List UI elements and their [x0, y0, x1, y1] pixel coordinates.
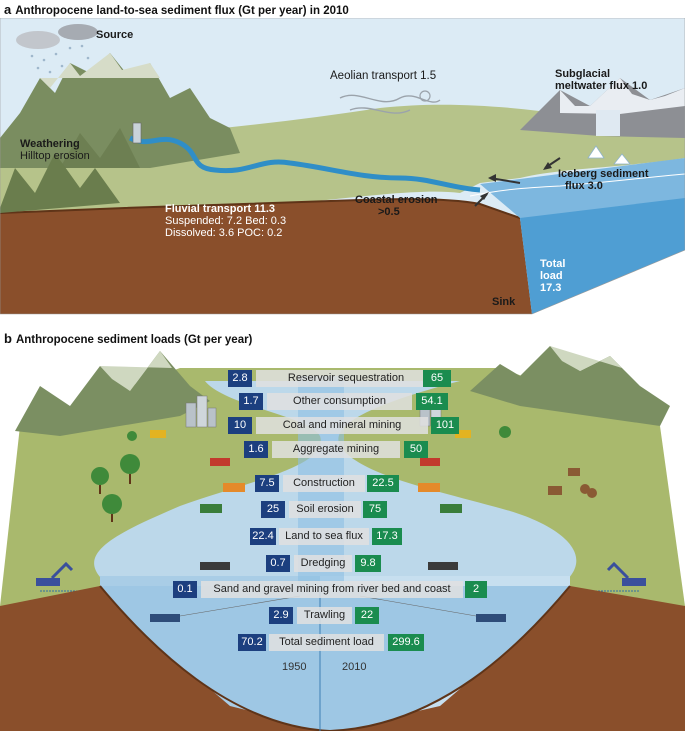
- value-2010: 54.1: [416, 393, 448, 410]
- value-1950: 1.6: [244, 441, 268, 458]
- row-label: Reservoir sequestration: [256, 370, 436, 387]
- row-label: Other consumption: [267, 393, 412, 410]
- panel-b-trees: [91, 426, 511, 514]
- label-subglacial-line1: Subglacial: [555, 68, 611, 80]
- value-1950: 0.7: [266, 555, 290, 572]
- value-1950: 7.5: [255, 475, 279, 492]
- table-row: 7.5 Construction 22.5: [255, 475, 410, 492]
- panel-a-land-surface: [0, 104, 685, 218]
- panel-a-river: [128, 135, 481, 193]
- value-2010: 75: [363, 501, 387, 518]
- panel-b-excavator-right: [606, 561, 646, 586]
- label-weathering: Weathering: [20, 138, 80, 150]
- label-fluvial-line2: Dissolved: 3.6 POC: 0.2: [165, 227, 283, 239]
- value-1950: 10: [228, 417, 252, 434]
- label-source: Source: [96, 29, 134, 41]
- row-label: Land to sea flux: [279, 528, 369, 545]
- table-row: 0.1 Sand and gravel mining from river be…: [173, 581, 503, 598]
- row-label: Total sediment load: [269, 634, 384, 651]
- panel-a-illustration: [0, 18, 685, 315]
- value-1950: 0.1: [173, 581, 197, 598]
- table-row: 0.7 Dredging 9.8: [266, 555, 391, 572]
- table-row: 2.8 Reservoir sequestration 65: [228, 370, 453, 387]
- value-2010: 17.3: [372, 528, 402, 545]
- year-label-2010: 2010: [342, 661, 367, 673]
- panel-b-trucks: [150, 430, 471, 492]
- value-2010: 22.5: [367, 475, 399, 492]
- label-fluvial-line1: Suspended: 7.2 Bed: 0.3: [165, 215, 287, 227]
- panel-a-ice-cliff: [596, 110, 620, 136]
- value-1950: 70.2: [238, 634, 266, 651]
- year-label-1950: 1950: [282, 661, 307, 673]
- value-2010: 2: [465, 581, 487, 598]
- panel-b-stumps: [548, 468, 597, 498]
- value-1950: 22.4: [250, 528, 276, 545]
- panel-b-title-text: Anthropocene sediment loads (Gt per year…: [15, 334, 253, 346]
- value-2010: 101: [431, 417, 459, 434]
- panel-a-iceberg: [587, 145, 605, 159]
- label-hilltop-erosion: Hilltop erosion: [20, 150, 90, 162]
- panel-a-dam: [132, 122, 142, 144]
- cloud-icon: [16, 31, 60, 49]
- row-label: Coal and mineral mining: [256, 417, 428, 434]
- value-2010: 65: [423, 370, 451, 387]
- label-total-load-line2: load: [540, 270, 563, 282]
- panel-b-red-excavators: [210, 458, 440, 466]
- label-sink: Sink: [492, 296, 516, 308]
- panel-a-wind-swirls: [339, 94, 441, 103]
- row-label: Construction: [283, 475, 365, 492]
- table-row: 70.2 Total sediment load 299.6: [238, 634, 438, 651]
- panel-a-source-mountains: [0, 53, 240, 168]
- label-coastal-erosion-value: >0.5: [378, 206, 400, 218]
- panel-b-trawlers: [150, 614, 506, 622]
- panel-b-illustration: [0, 346, 685, 731]
- label-aeolian-transport: Aeolian transport 1.5: [330, 70, 437, 82]
- value-2010: 22: [355, 607, 379, 624]
- label-iceberg-line1: Iceberg sediment: [558, 168, 649, 180]
- row-label: Aggregate mining: [272, 441, 400, 458]
- label-subglacial-line2: meltwater flux 1.0: [555, 80, 648, 92]
- panel-a-letter: a: [4, 2, 12, 17]
- table-row: 2.9 Trawling 22: [269, 607, 389, 624]
- value-2010: 50: [404, 441, 428, 458]
- panel-b-dredgers: [200, 562, 458, 570]
- panel-b-city-left: [185, 395, 217, 428]
- label-fluvial-transport: Fluvial transport 11.3: [165, 203, 276, 215]
- table-row: 10 Coal and mineral mining 101: [228, 417, 464, 434]
- row-label: Sand and gravel mining from river bed an…: [201, 581, 463, 598]
- table-row: 25 Soil erosion 75: [261, 501, 396, 518]
- value-1950: 2.8: [228, 370, 252, 387]
- label-coastal-erosion: Coastal erosion: [355, 194, 438, 206]
- panel-b-excavator-left: [36, 561, 74, 586]
- value-1950: 25: [261, 501, 285, 518]
- value-2010: 299.6: [388, 634, 424, 651]
- row-label: Dredging: [294, 555, 352, 572]
- label-total-load-value: 17.3: [540, 282, 562, 294]
- row-label: Soil erosion: [289, 501, 361, 518]
- panel-b-soil-left: [0, 586, 330, 731]
- label-iceberg-line2: flux 3.0: [565, 180, 603, 192]
- panel-a-soil: [0, 199, 532, 314]
- panel-a-title-text: Anthropocene land-to-sea sediment flux (…: [15, 5, 349, 17]
- panel-b-mountains-left: [15, 351, 210, 436]
- table-row: 22.4 Land to sea flux 17.3: [250, 528, 410, 545]
- value-1950: 1.7: [239, 393, 263, 410]
- panel-b-soil-right: [330, 586, 685, 731]
- value-2010: 9.8: [355, 555, 381, 572]
- panel-b-letter: b: [4, 331, 12, 346]
- table-row: 1.7 Other consumption 54.1: [239, 393, 449, 410]
- panel-b-tractors: [200, 504, 462, 513]
- table-row: 1.6 Aggregate mining 50: [244, 441, 434, 458]
- label-total-load-line1: Total: [540, 258, 566, 270]
- value-1950: 2.9: [269, 607, 293, 624]
- row-label: Trawling: [297, 607, 352, 624]
